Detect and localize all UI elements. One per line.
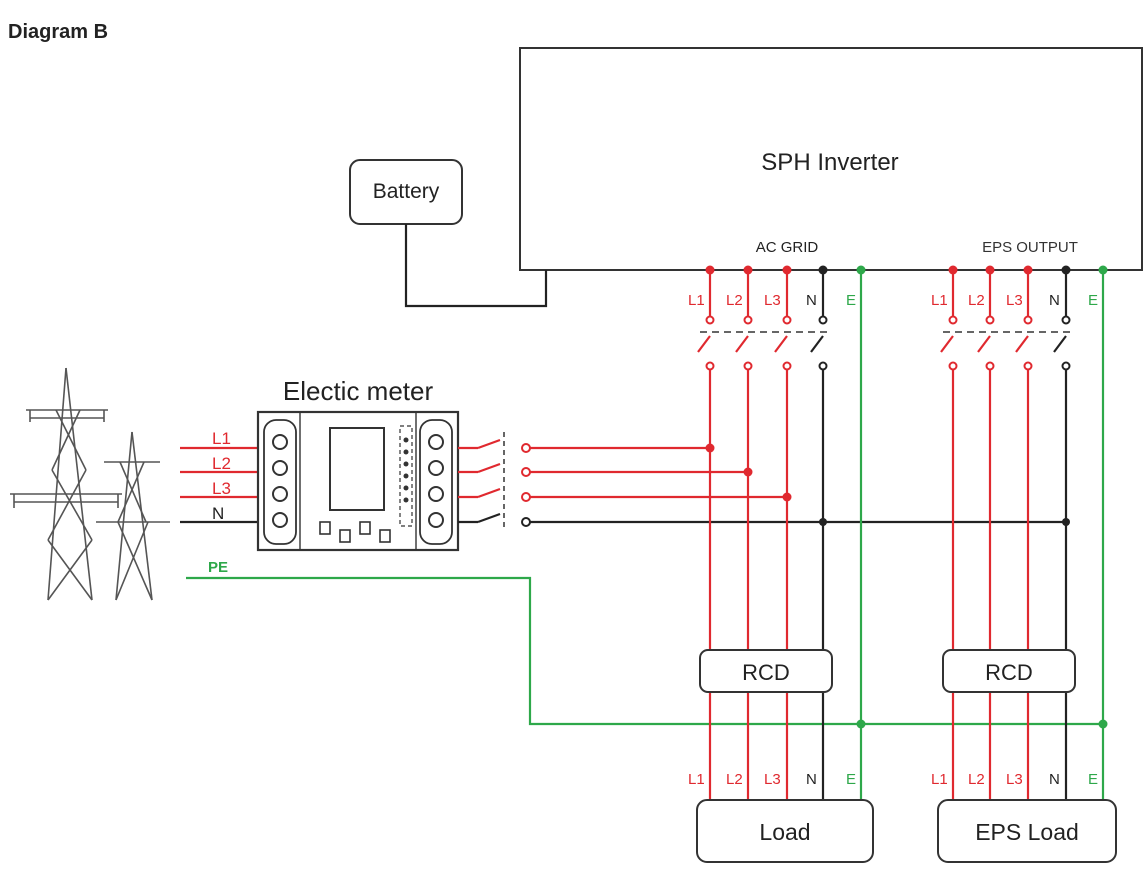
load-l2-label: L2 <box>726 771 743 788</box>
inverter-box <box>519 47 1143 271</box>
diagram-title: Diagram B <box>8 21 108 43</box>
eps-e-label: E <box>1088 292 1098 309</box>
eps-n-label: N <box>1049 292 1060 309</box>
grid-rcd-box <box>699 649 833 693</box>
eps-load-l2-label: L2 <box>968 771 985 788</box>
load-label: Load <box>759 819 810 845</box>
eps-load-n-label: N <box>1049 771 1060 788</box>
meter-label: Electic meter <box>283 376 434 406</box>
meter-input-n: N <box>212 504 224 523</box>
load-l1-label: L1 <box>688 771 705 788</box>
inverter-label: SPH Inverter <box>761 149 898 176</box>
battery-cable <box>404 224 548 308</box>
main-breaker <box>458 432 531 530</box>
load-l3-label: L3 <box>764 771 781 788</box>
eps-load-label: EPS Load <box>975 819 1079 845</box>
eps-l2-label: L2 <box>968 292 985 309</box>
meter-input-l2: L2 <box>212 454 231 473</box>
eps-rcd-label: RCD <box>985 660 1033 685</box>
meter-input-l3: L3 <box>212 479 231 498</box>
ac-grid-label: AC GRID <box>756 239 819 256</box>
electric-meter-icon <box>256 410 460 552</box>
grid-l1-label: L1 <box>688 292 705 309</box>
pe-label: PE <box>208 559 228 576</box>
battery-label: Battery <box>373 180 440 203</box>
eps-l3-label: L3 <box>1006 292 1023 309</box>
power-tower-icon <box>10 367 170 601</box>
eps-load-box <box>937 799 1117 863</box>
eps-output-wiring <box>940 265 1108 800</box>
grid-n-label: N <box>806 292 817 309</box>
load-e-label: E <box>846 771 856 788</box>
eps-l1-label: L1 <box>931 292 948 309</box>
grid-l2-label: L2 <box>726 292 743 309</box>
eps-load-e-label: E <box>1088 771 1098 788</box>
grid-rcd-label: RCD <box>742 660 790 685</box>
ac-grid-wiring <box>697 265 866 800</box>
grid-e-label: E <box>846 292 856 309</box>
load-box <box>696 799 874 863</box>
eps-output-label: EPS OUTPUT <box>982 239 1078 256</box>
eps-rcd-box <box>942 649 1076 693</box>
eps-load-l1-label: L1 <box>931 771 948 788</box>
load-n-label: N <box>806 771 817 788</box>
meter-input-l1: L1 <box>212 429 231 448</box>
eps-load-l3-label: L3 <box>1006 771 1023 788</box>
grid-l3-label: L3 <box>764 292 781 309</box>
